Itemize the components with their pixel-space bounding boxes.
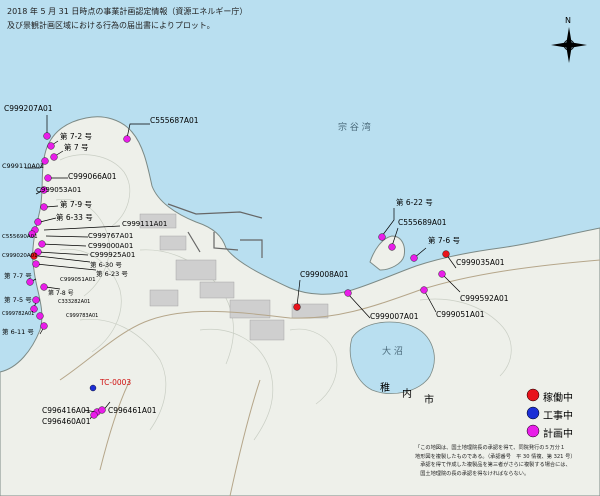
callout-6-22[interactable]: 第 6-22 号: [396, 198, 433, 207]
status-markers-operating: [30, 250, 450, 311]
marker-7-5[interactable]: [30, 305, 38, 313]
compass-rose: [551, 27, 587, 63]
marker-C999035A01[interactable]: [442, 250, 450, 258]
marker-7-8[interactable]: [32, 296, 40, 304]
marker-C555690A01[interactable]: [28, 230, 36, 238]
callout-C999207A01[interactable]: C999207A01: [4, 104, 53, 113]
callout-C999767A01[interactable]: C999767A01: [88, 232, 134, 240]
city-label-2: 内: [402, 389, 412, 400]
callout-C999000A01[interactable]: C999000A01: [88, 242, 134, 250]
status-markers-construction: [89, 384, 97, 392]
callout-C999051A01-west[interactable]: C999051A01: [60, 277, 96, 283]
callout-C999110A01[interactable]: C999110A01: [2, 162, 45, 170]
marker-C999592A01[interactable]: [438, 270, 446, 278]
callout-7-5[interactable]: 第 7-5 号: [4, 296, 32, 304]
city-label-1: 稚: [380, 383, 390, 394]
notice-line-2: 地形図を複製したものである。（承認番号 平 30 情複、第 321 号）: [415, 453, 576, 460]
callout-leader-lines: [25, 115, 461, 420]
marker-C999007A01[interactable]: [344, 289, 352, 297]
callout-C999111A01[interactable]: C999111A01: [122, 220, 168, 228]
marker-7[interactable]: [50, 153, 58, 161]
marker-C996461A01[interactable]: [98, 406, 106, 414]
callout-C555689A01[interactable]: C555689A01: [398, 218, 447, 227]
callout-C999007A01[interactable]: C999007A01: [370, 312, 419, 321]
marker-C999051A01[interactable]: [420, 286, 428, 294]
marker-C999053A01[interactable]: [40, 186, 48, 194]
marker-6-23[interactable]: [32, 260, 40, 268]
notice-line-1: 「この地図は、国土地理院長の承認を得て、同院発行の５万分１: [415, 445, 566, 451]
breakwaters: [167, 203, 263, 258]
legend-dot-planned: [526, 424, 540, 438]
callout-C999066A01[interactable]: C999066A01: [68, 172, 117, 181]
callout-C999020A01[interactable]: C999020A01: [2, 253, 38, 259]
urban-area: [139, 213, 329, 341]
marker-6-33[interactable]: [34, 218, 42, 226]
callout-C996461A01[interactable]: C996461A01: [108, 406, 157, 415]
callout-C333282A01[interactable]: C333282A01: [58, 299, 91, 305]
legend-label-construction: 工事中: [543, 411, 573, 422]
marker-C999066A01[interactable]: [44, 174, 52, 182]
callout-7[interactable]: 第 7 号: [64, 143, 89, 152]
copyright-notice: 「この地図は、国土地理院長の承認を得て、同院発行の５万分１ 地形図を複製したもの…: [415, 444, 595, 478]
callout-TC-0003[interactable]: TC-0003: [100, 378, 132, 387]
callout-C999783A01[interactable]: C999783A01: [66, 313, 99, 319]
notice-line-3: 承認を得て作成した複製品を第三者がさらに複製する場合には、: [415, 462, 571, 468]
city-label-3: 市: [424, 395, 434, 406]
legend-label-operating: 稼働中: [543, 393, 573, 404]
legend-dot-construction: [526, 406, 540, 420]
callout-C999592A01[interactable]: C999592A01: [460, 294, 509, 303]
callout-6-23[interactable]: 第 6-23 号: [96, 270, 128, 278]
marker-7-9[interactable]: [40, 203, 48, 211]
legend-dot-operating: [526, 388, 540, 402]
marker-C999207A01[interactable]: [43, 132, 51, 140]
callout-7-9[interactable]: 第 7-9 号: [60, 200, 93, 209]
lake: [349, 321, 435, 394]
callout-C999008A01[interactable]: C999008A01: [300, 270, 349, 279]
marker-6-22[interactable]: [378, 233, 386, 241]
callout-7-6[interactable]: 第 7-6 号: [428, 236, 461, 245]
marker-7-7[interactable]: [26, 278, 34, 286]
callout-C999782A01[interactable]: C999782A01: [2, 311, 35, 317]
callout-C555687A01[interactable]: C555687A01: [150, 116, 199, 125]
marker-C996460A01[interactable]: [90, 411, 98, 419]
lake-label: 大 沼: [382, 347, 403, 357]
marker-C999051A01-west[interactable]: [40, 283, 48, 291]
legend-label-planned: 計画中: [543, 429, 573, 440]
callout-C996460A01[interactable]: C996460A01: [42, 417, 91, 426]
marker-TC-0003[interactable]: [89, 384, 97, 392]
callout-7-7[interactable]: 第 7-7 号: [4, 272, 32, 280]
contour-lines: [55, 154, 512, 441]
marker-C999000A01[interactable]: [38, 240, 46, 248]
callout-C999925A01[interactable]: C999925A01: [90, 251, 136, 259]
callout-6-30[interactable]: 第 6-30 号: [90, 261, 122, 269]
header-line-2: 及び景観計画区域における行為の届出書によりプロット。: [7, 21, 215, 30]
callout-C999035A01[interactable]: C999035A01: [456, 258, 505, 267]
roads: [59, 259, 600, 496]
marker-7-6[interactable]: [410, 254, 418, 262]
notice-line-4: 国土地理院の長の承認を得なければならない。: [415, 470, 530, 477]
status-markers-planned: [26, 132, 446, 419]
callout-C999051A01[interactable]: C999051A01: [436, 310, 485, 319]
marker-C999020A01[interactable]: [30, 252, 38, 260]
marker-C999782A01[interactable]: [36, 312, 44, 320]
callout-7-8[interactable]: 第 7-8 号: [48, 290, 74, 297]
callout-6-33[interactable]: 第 6-33 号: [56, 213, 93, 222]
callout-C555690A01[interactable]: C555690A01: [2, 234, 38, 240]
marker-C555689A01[interactable]: [388, 243, 396, 251]
header-line-1: 2018 年 5 月 31 日時点の事業計画認定情報（資源エネルギー庁）: [7, 7, 248, 16]
bay-label: 宗 谷 湾: [338, 123, 371, 133]
marker-C999110A01[interactable]: [41, 157, 49, 165]
callout-C996416A01[interactable]: C996416A01: [42, 406, 91, 415]
marker-7-2[interactable]: [47, 142, 55, 150]
marker-C555687A01[interactable]: [123, 135, 131, 143]
callout-6-11[interactable]: 第 6-11 号: [2, 328, 34, 336]
callout-C999053A01[interactable]: C999053A01: [36, 186, 82, 194]
land-area-east-port: [369, 235, 405, 271]
compass-north-label: N: [565, 16, 571, 25]
marker-C999008A01[interactable]: [293, 303, 301, 311]
callout-7-2[interactable]: 第 7-2 号: [60, 132, 93, 141]
marker-6-11[interactable]: [40, 322, 48, 330]
